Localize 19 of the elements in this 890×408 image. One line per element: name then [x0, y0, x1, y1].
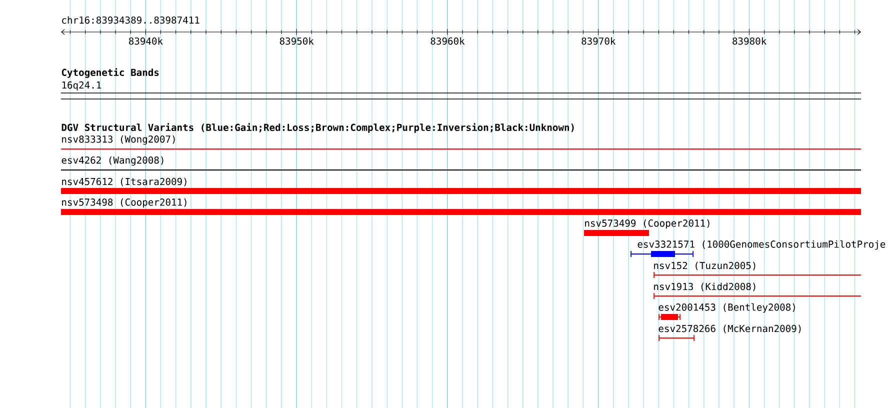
tick-label: 83980k	[732, 37, 766, 45]
variant-label: esv2001453 (Bentley2008)	[658, 303, 795, 313]
track-title: Cytogenetic Bands	[62, 68, 159, 78]
scale-title: chr16:83934389..83987411	[62, 16, 200, 24]
variant-label: nsv833313 (Wong2007)	[62, 135, 175, 145]
track-title: DGV Structural Variants (Blue:Gain;Red:Loss;Brown:Complex;Purple:Inversion;Black:Unknown)	[62, 123, 574, 133]
tick-label: 83970k	[582, 37, 616, 45]
variant-label: nsv573499 (Cooper2011)	[585, 219, 710, 229]
variant-label: esv4262 (Wang2008)	[62, 156, 164, 166]
variant-label: nsv457612 (Itsara2009)	[62, 178, 186, 186]
variant-label: nsv573498 (Cooper2011)	[62, 198, 186, 208]
tick-label: 83940k	[128, 37, 163, 45]
variant-label: nsv152 (Tuzun2005)	[654, 262, 756, 270]
tick-label: 83960k	[430, 37, 465, 45]
variant-label: nsv1913 (Kidd2008)	[654, 282, 756, 292]
tick-label: 83950k	[280, 37, 314, 45]
variant-label: esv2578266 (McKernan2009)	[658, 324, 801, 334]
variant-label: esv3321571 (1000GenomesConsortiumPilotProje	[638, 240, 886, 250]
band-label: 16q24.1	[62, 81, 101, 91]
